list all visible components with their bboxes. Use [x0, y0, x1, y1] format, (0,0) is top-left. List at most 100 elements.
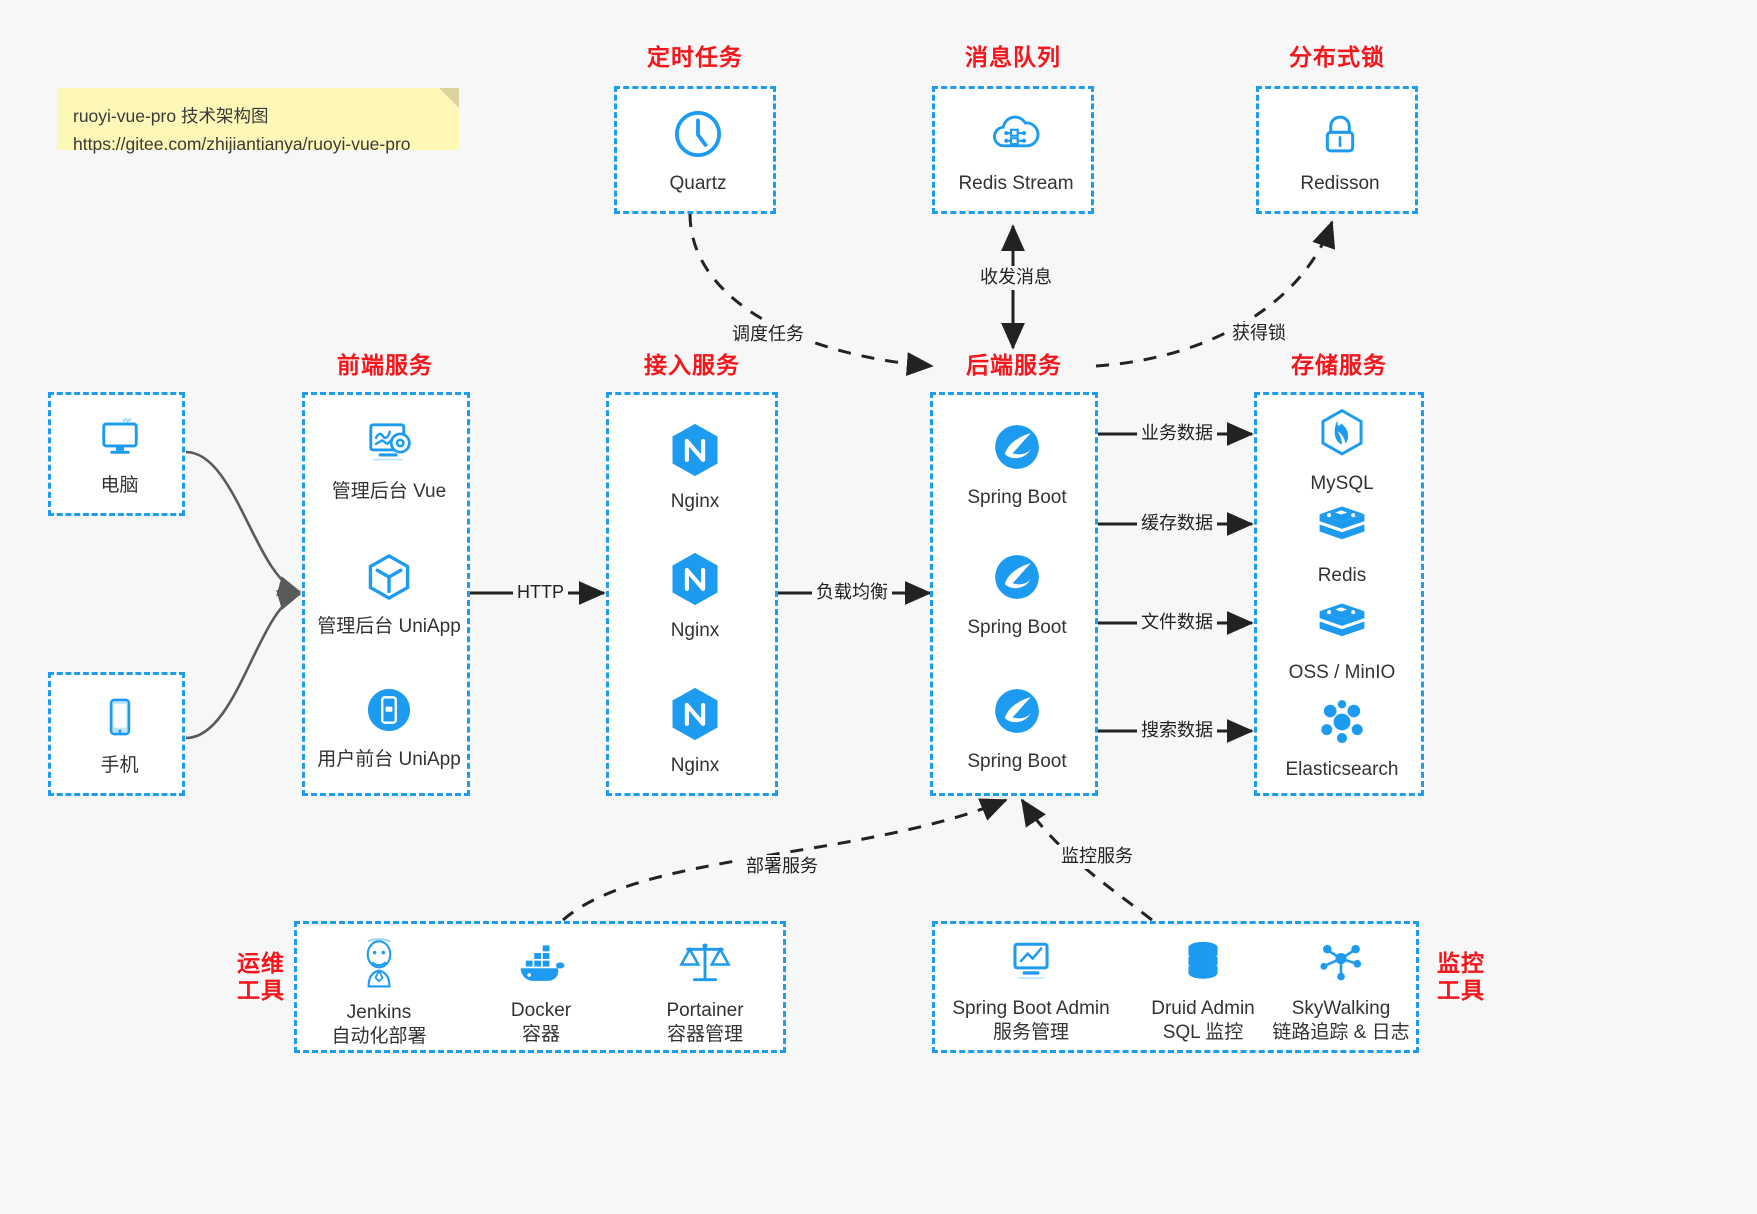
node-spring-boot-2[interactable]: Spring Boot: [933, 549, 1101, 640]
caption-devops-line1: 运维: [237, 950, 285, 976]
node-oss-minio[interactable]: OSS / MinIO: [1257, 600, 1427, 685]
lock-icon: [1313, 107, 1367, 166]
node-label: SkyWalking: [1291, 998, 1391, 1019]
node-label: Nginx: [670, 491, 720, 512]
edge-label-search-data: 搜索数据: [1137, 719, 1217, 743]
node-label: 管理后台 Vue: [331, 481, 447, 502]
node-sublabel: 服务管理: [992, 1021, 1069, 1043]
node-sublabel: SQL 监控: [1162, 1021, 1244, 1043]
caption-monitor-line2: 工具: [1437, 976, 1485, 1003]
caption-gateway: 接入服务: [644, 352, 740, 378]
caption-monitor: 监控 工具: [1428, 950, 1494, 1003]
group-distributed-lock: Redisson: [1256, 86, 1418, 214]
note-line-title: ruoyi-vue-pro 技术架构图: [73, 106, 269, 126]
spring-boot-icon: [989, 419, 1045, 480]
docker-icon: [514, 940, 568, 993]
spring-boot-icon: [989, 549, 1045, 610]
node-jenkins[interactable]: Jenkins 自动化部署: [303, 936, 455, 1049]
node-sublabel: 容器: [521, 1023, 560, 1045]
node-label: Druid Admin: [1151, 998, 1255, 1019]
node-spring-boot-3[interactable]: Spring Boot: [933, 683, 1101, 774]
caption-devops-line2: 工具: [237, 976, 285, 1003]
node-user-uniapp[interactable]: 用户前台 UniApp: [305, 683, 473, 772]
node-sublabel: 自动化部署: [331, 1025, 427, 1047]
scales-icon: [678, 936, 732, 993]
edge-label-load-balance: 负载均衡: [812, 581, 892, 605]
node-redis[interactable]: Redis: [1257, 503, 1427, 588]
node-label: Spring Boot: [967, 617, 1067, 638]
jenkins-icon: [353, 936, 405, 995]
group-storage: MySQL Redis: [1254, 392, 1424, 796]
database-icon: [1178, 938, 1228, 991]
redis-icon: [1314, 503, 1370, 558]
node-redis-stream[interactable]: Redis Stream: [935, 107, 1097, 196]
oss-minio-icon: [1314, 600, 1370, 655]
desktop-computer-icon: [94, 411, 146, 468]
nginx-icon: [668, 685, 722, 748]
node-label: 手机: [100, 755, 139, 776]
node-admin-uniapp[interactable]: 管理后台 UniApp: [305, 550, 473, 639]
node-spring-boot-1[interactable]: Spring Boot: [933, 419, 1101, 510]
node-label: Spring Boot: [967, 751, 1067, 772]
edge-label-http: HTTP: [513, 581, 568, 605]
caption-monitor-line1: 监控: [1437, 950, 1485, 976]
mobile-phone-icon: [94, 691, 146, 748]
node-label: Redisson: [1300, 173, 1380, 194]
monitor-chart-icon: [1004, 938, 1058, 991]
node-admin-vue[interactable]: 管理后台 Vue: [305, 417, 473, 504]
dashboard-settings-icon: [361, 417, 417, 474]
node-skywalking[interactable]: SkyWalking 链路追踪 & 日志: [1265, 938, 1417, 1045]
group-client-computer: 电脑: [48, 392, 185, 516]
node-label: Redis: [1317, 565, 1367, 586]
edge-phone-to-frontend: [185, 590, 302, 740]
node-druid-admin[interactable]: Druid Admin SQL 监控: [1127, 938, 1279, 1045]
node-quartz[interactable]: Quartz: [617, 107, 779, 196]
node-mysql[interactable]: MySQL: [1257, 407, 1427, 496]
node-label: Elasticsearch: [1285, 759, 1399, 780]
node-nginx-3[interactable]: Nginx: [609, 685, 781, 778]
mysql-icon: [1316, 407, 1368, 466]
nginx-icon: [668, 550, 722, 613]
node-label: 管理后台 UniApp: [317, 616, 461, 637]
group-message-queue: Redis Stream: [932, 86, 1094, 214]
node-label: Spring Boot Admin: [952, 998, 1110, 1019]
diagram-note: ruoyi-vue-pro 技术架构图 https://gitee.com/zh…: [57, 88, 459, 154]
group-monitor: Spring Boot Admin 服务管理 Druid Admin SQL 监…: [932, 921, 1419, 1053]
caption-distributed-lock: 分布式锁: [1289, 44, 1385, 70]
edge-label-monitor-service: 监控服务: [1057, 845, 1137, 869]
group-client-phone: 手机: [48, 672, 185, 796]
node-label: 用户前台 UniApp: [317, 749, 461, 770]
node-label: Spring Boot: [967, 487, 1067, 508]
edge-label-cache-data: 缓存数据: [1137, 512, 1217, 536]
note-fold-corner: [439, 88, 459, 108]
node-label: 电脑: [100, 475, 139, 496]
edge-label-acquire-lock: 获得锁: [1228, 322, 1290, 346]
node-computer[interactable]: 电脑: [51, 411, 188, 498]
spring-boot-icon: [989, 683, 1045, 744]
node-label: Docker: [510, 1000, 572, 1021]
group-backend: Spring Boot Spring Boot Spring Boot: [930, 392, 1098, 796]
group-scheduled-task: Quartz: [614, 86, 776, 214]
caption-backend: 后端服务: [966, 352, 1062, 378]
node-sublabel: 容器管理: [666, 1023, 743, 1045]
edge-label-schedule-task: 调度任务: [728, 323, 808, 347]
node-elasticsearch[interactable]: Elasticsearch: [1257, 697, 1427, 782]
nginx-icon: [668, 421, 722, 484]
node-portainer[interactable]: Portainer 容器管理: [629, 936, 781, 1047]
node-phone[interactable]: 手机: [51, 691, 188, 778]
edge-acquire-lock: [1095, 220, 1336, 368]
node-docker[interactable]: Docker 容器: [465, 940, 617, 1047]
note-line-url: https://gitee.com/zhijiantianya/ruoyi-vu…: [73, 134, 411, 155]
node-label: Quartz: [669, 173, 727, 194]
node-redisson[interactable]: Redisson: [1259, 107, 1421, 196]
node-nginx-2[interactable]: Nginx: [609, 550, 781, 643]
edge-label-send-receive: 收发消息: [976, 266, 1056, 290]
node-nginx-1[interactable]: Nginx: [609, 421, 781, 514]
node-label: Jenkins: [346, 1002, 412, 1023]
elasticsearch-icon: [1315, 697, 1369, 752]
node-label: OSS / MinIO: [1288, 662, 1396, 683]
node-spring-boot-admin[interactable]: Spring Boot Admin 服务管理: [939, 938, 1123, 1045]
edge-label-deploy-service: 部署服务: [742, 855, 822, 879]
